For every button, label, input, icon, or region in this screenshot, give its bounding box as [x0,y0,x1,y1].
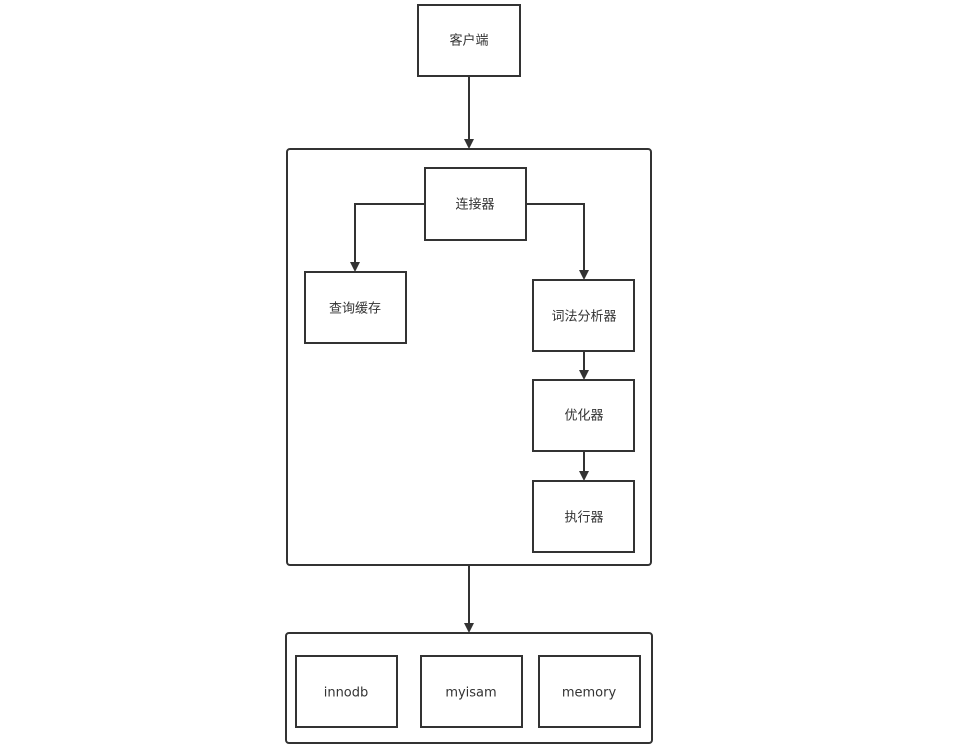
client-node: 客户端 [417,4,521,77]
edge-connector-to-lexer [526,203,589,280]
connector-node-label: 连接器 [455,197,494,213]
memory-node-label: memory [562,686,617,701]
client-node-label: 客户端 [449,33,488,49]
myisam-node: myisam [420,655,523,728]
query-cache-node-label: 查询缓存 [329,302,381,317]
connector-node: 连接器 [424,167,527,241]
innodb-node: innodb [295,655,398,728]
optimizer-node-label: 优化器 [564,409,603,424]
memory-node: memory [538,655,641,728]
executor-node-label: 执行器 [564,511,603,526]
optimizer-node: 优化器 [532,379,635,452]
myisam-node-label: myisam [445,686,496,701]
lexer-node: 词法分析器 [532,279,635,352]
query-cache-node: 查询缓存 [304,271,407,344]
edge-connector-to-query-cache [350,203,425,272]
lexer-node-label: 词法分析器 [551,310,616,325]
innodb-node-label: innodb [324,686,369,701]
executor-node: 执行器 [532,480,635,553]
